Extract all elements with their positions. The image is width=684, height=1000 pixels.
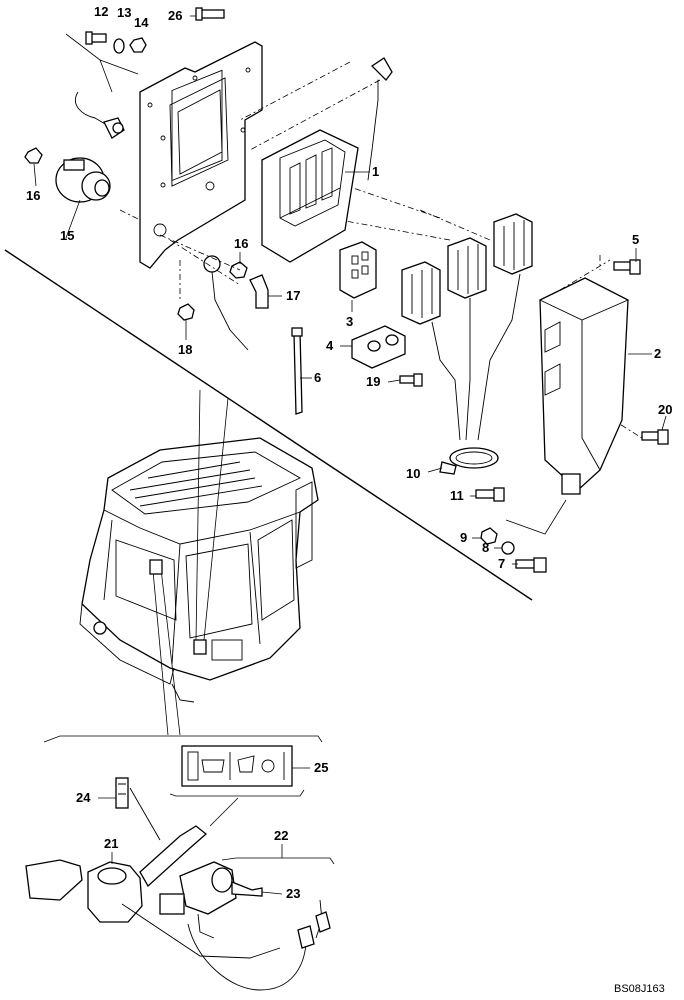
fuse-block-3[interactable] xyxy=(339,241,377,299)
decal-bracket xyxy=(169,789,305,797)
label-24[interactable] xyxy=(115,777,129,809)
bolt-26[interactable] xyxy=(195,7,225,21)
fuse-box-cover-2[interactable] xyxy=(539,277,629,495)
callout-3: 3 xyxy=(346,314,353,329)
harness-connector-right[interactable] xyxy=(477,213,533,441)
mounting-plate[interactable] xyxy=(139,41,263,269)
callout-2: 2 xyxy=(654,346,661,361)
callout-24: 24 xyxy=(76,790,91,805)
section-divider-line xyxy=(4,249,533,601)
nut-14[interactable] xyxy=(129,37,147,53)
diagram-reference-code: BS08J163 xyxy=(614,983,665,995)
callout-12: 12 xyxy=(94,4,108,19)
harness-connector-left[interactable] xyxy=(401,261,461,441)
vent-hose[interactable] xyxy=(367,57,393,181)
callout-17: 17 xyxy=(286,288,300,303)
callout-22: 22 xyxy=(274,828,288,843)
ignition-switch-23[interactable] xyxy=(159,861,263,939)
fuse-box-base-1[interactable] xyxy=(261,129,359,263)
elbow-fitting-17[interactable] xyxy=(249,274,269,309)
screw-20[interactable] xyxy=(641,429,669,445)
screw-11[interactable] xyxy=(475,487,505,502)
callout-19: 19 xyxy=(366,374,380,389)
hose-clamp-10[interactable] xyxy=(439,447,499,475)
cab-leader-lines xyxy=(151,389,229,736)
nut-16-left[interactable] xyxy=(24,147,43,164)
callout-25: 25 xyxy=(314,760,328,775)
decal-pointer xyxy=(209,797,239,827)
callout-8: 8 xyxy=(482,540,489,555)
nut-18[interactable] xyxy=(177,303,195,321)
callout-13: 13 xyxy=(117,5,131,20)
ground-cable[interactable] xyxy=(203,255,249,351)
harness-bracket xyxy=(221,857,335,865)
cable-harness-22[interactable] xyxy=(187,899,331,991)
washer-13[interactable] xyxy=(113,38,125,54)
callout-9: 9 xyxy=(460,530,467,545)
callout-18: 18 xyxy=(178,342,192,357)
callout-5: 5 xyxy=(632,232,639,247)
bolt-7[interactable] xyxy=(515,557,547,573)
callout-23: 23 xyxy=(286,886,300,901)
callout-1: 1 xyxy=(372,164,379,179)
bolt-12[interactable] xyxy=(85,31,107,45)
callout-21: 21 xyxy=(104,836,118,851)
wiper-lever-21[interactable] xyxy=(25,787,281,959)
washer-8[interactable] xyxy=(501,541,515,555)
decal-25[interactable] xyxy=(181,745,293,787)
callout-6: 6 xyxy=(314,370,321,385)
callout-4: 4 xyxy=(326,338,334,353)
nut-16-right[interactable] xyxy=(229,261,248,279)
callout-11: 11 xyxy=(450,488,464,503)
callout-16-right: 16 xyxy=(234,236,248,251)
leader-lines xyxy=(33,15,667,895)
rotary-switch-15[interactable] xyxy=(55,157,111,203)
cab-outline[interactable] xyxy=(79,437,319,703)
callout-16-left: 16 xyxy=(26,188,40,203)
screw-19[interactable] xyxy=(399,373,423,387)
callout-20: 20 xyxy=(658,402,672,417)
fastener-bracket-lines xyxy=(65,33,139,93)
light-switch-on-cab[interactable] xyxy=(149,559,163,575)
callout-15: 15 xyxy=(60,228,74,243)
callout-7: 7 xyxy=(498,556,505,571)
callout-26: 26 xyxy=(168,8,182,23)
callout-labels: 1 2 3 4 5 6 7 8 9 10 11 12 13 14 15 16 1… xyxy=(26,4,672,901)
lower-group-bracket xyxy=(43,735,323,743)
fastener-bracket-lines-2 xyxy=(505,499,567,535)
callout-10: 10 xyxy=(406,466,420,481)
harness-connector-middle[interactable] xyxy=(447,237,487,441)
cable-clamp-4[interactable] xyxy=(351,325,406,369)
screw-5[interactable] xyxy=(613,259,641,275)
cable-tie-6[interactable] xyxy=(291,327,303,415)
cable-grommet-assembly[interactable] xyxy=(75,91,125,139)
callout-14: 14 xyxy=(134,15,149,30)
